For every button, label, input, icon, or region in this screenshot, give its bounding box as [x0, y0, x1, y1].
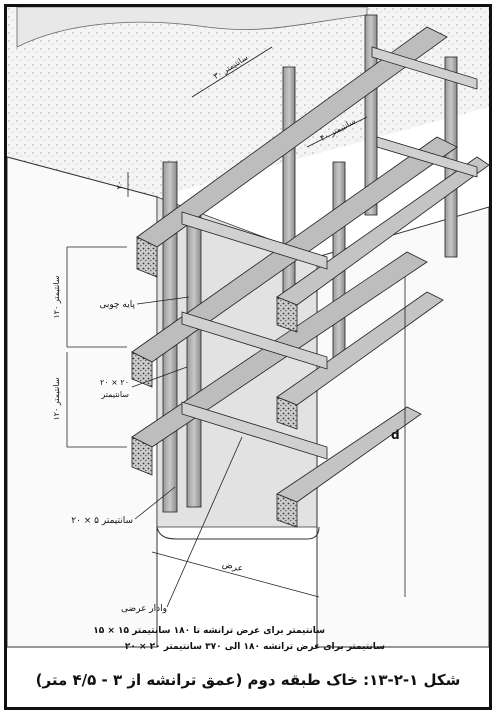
- label-beam-size: ۲۰ × ۲۰: [100, 378, 129, 387]
- dim-20cm: ۲۰: [115, 181, 124, 190]
- figure-caption: شکل ۱-۲-۱۳: خاک طبقه دوم (عمق ترانشه از …: [35, 671, 461, 689]
- figure-frame: ۳۰ سانتیمتر ۴۰ سانتیمتر ۲۰ ۱۲۰ سانتیمتر …: [4, 4, 492, 710]
- trench-shoring-drawing: ۳۰ سانتیمتر ۴۰ سانتیمتر ۲۰ ۱۲۰ سانتیمتر …: [7, 7, 489, 652]
- dim-120cm-bottom: ۱۲۰ سانتیمتر: [52, 377, 61, 420]
- note-line-1: ۱۵ × ۱۵ سانتیمتر برای عرض ترانشه تا ۱۸۰ …: [93, 626, 325, 636]
- dimension-lines: [66, 46, 406, 598]
- label-beam-unit: سانتیمتر: [100, 390, 129, 399]
- dim-120cm-top: ۱۲۰ سانتیمتر: [52, 275, 61, 318]
- label-plank-size: ۲۰ × ۵ سانتیمتر: [71, 516, 133, 526]
- trench-walls: [7, 156, 489, 648]
- dim-width: عرض: [221, 560, 244, 575]
- dim-depth: d: [391, 428, 400, 442]
- leader-lines: [131, 296, 243, 608]
- cross-struts: [181, 46, 478, 460]
- note-line-2: ۲۰ × ۲۰ سانتیمتر برای عرض ترانشه ۱۸۰ الی…: [125, 642, 385, 652]
- label-cross-strut: وادار عرضی: [121, 604, 167, 614]
- label-wooden-post: پایه چوبی: [99, 300, 135, 310]
